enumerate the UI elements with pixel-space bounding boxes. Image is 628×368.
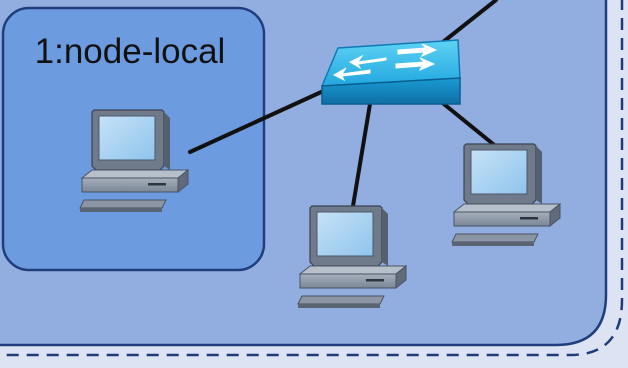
- cable-to-node-local-pc: [188, 86, 332, 154]
- node-local-scope-label: 1:node-local: [34, 32, 226, 71]
- cable-to-bottom-pc: [350, 102, 372, 214]
- uplink-cable: [436, 0, 498, 48]
- network-switch-icon: [320, 39, 461, 105]
